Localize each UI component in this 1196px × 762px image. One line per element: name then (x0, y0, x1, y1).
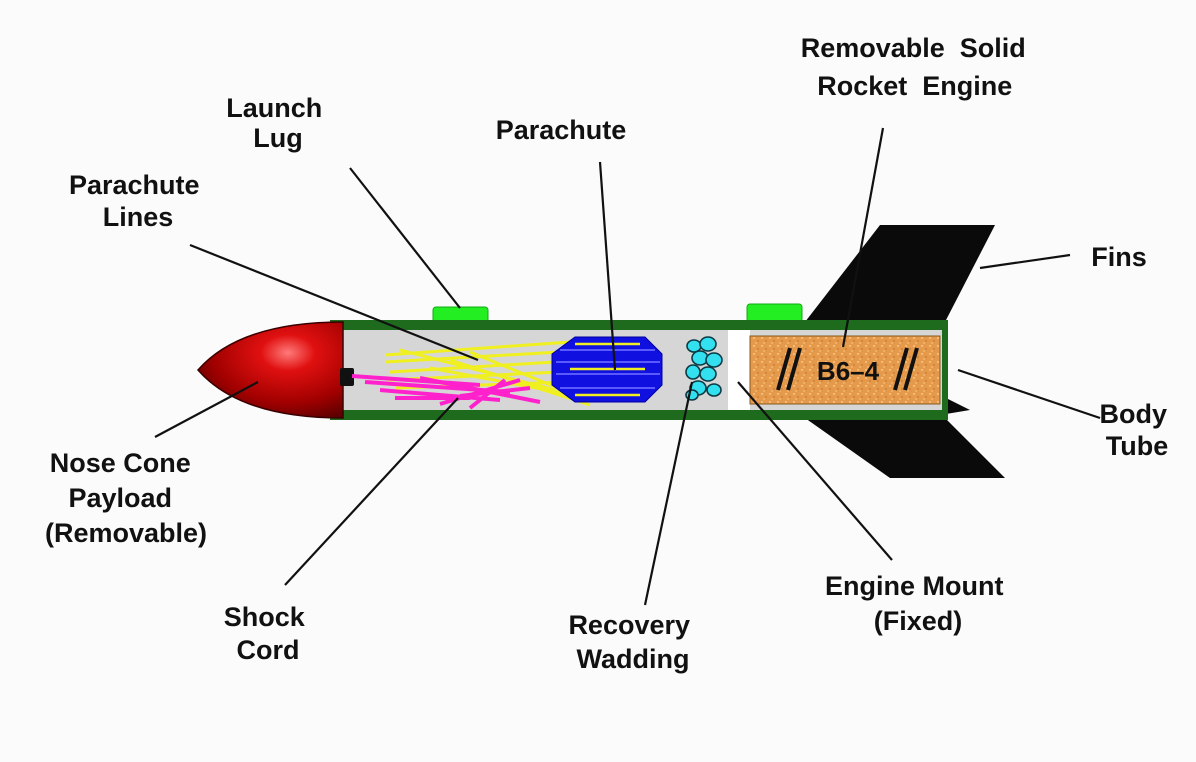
rocket-engine (749, 335, 941, 405)
label-parachute: Parachute (496, 115, 627, 145)
leader-fins (979, 253, 1071, 270)
leader-parachute (598, 161, 617, 371)
leader-parachute-lines (189, 243, 479, 362)
leader-launch-lug (349, 167, 461, 309)
leader-body-tube (957, 368, 1101, 420)
leader-nose-cone (154, 381, 259, 438)
parachute-folds (556, 349, 660, 389)
shock-cord-graphic (351, 374, 541, 410)
label-body-tube: Body Tube (1099, 399, 1174, 461)
leader-recovery-wadding (643, 381, 694, 606)
leader-engine-mount (737, 381, 893, 561)
label-engine-mount: Engine Mount (Fixed) (825, 571, 1011, 636)
parachute-top-lines (570, 342, 645, 397)
launch-lug-rear (746, 303, 803, 323)
label-parachute-lines: Parachute Lines (69, 170, 207, 232)
fin-lower (805, 418, 1005, 478)
label-shock-cord: Shock Cord (224, 602, 313, 665)
engine-bay-clearance (728, 330, 750, 410)
nose-cone-shoulder (340, 368, 354, 386)
leader-removable-engine (841, 127, 885, 348)
label-nose-cone: Nose Cone Payload (Removable) (45, 448, 207, 548)
label-fins: Fins (1091, 242, 1147, 272)
label-launch-lug: Launch Lug (226, 93, 330, 153)
leader-shock-cord (284, 397, 459, 586)
label-recovery-wadding: Recovery Wadding (568, 610, 697, 674)
engine-code-label: B6–4 (817, 356, 880, 386)
fin-upper (805, 225, 995, 322)
engine-slashes-left (776, 347, 802, 391)
engine-slashes-right (893, 347, 919, 391)
label-removable-engine: Removable Solid Rocket Engine (0, 0, 1063, 101)
